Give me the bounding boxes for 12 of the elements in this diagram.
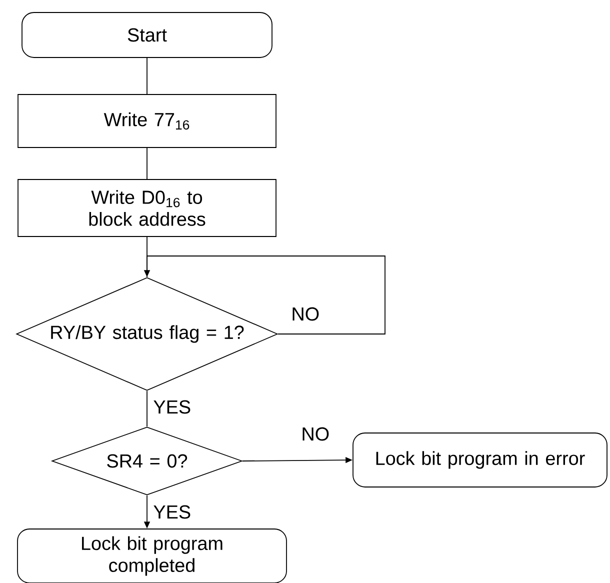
edge-label: NO (292, 307, 319, 321)
process-box: Write D0$_{16}$ to block address (18, 179, 276, 237)
terminal-box: Start (22, 12, 272, 58)
process-box: Write 77$_{16}$ (18, 94, 276, 148)
connector-line (146, 58, 148, 94)
edge-label: YES (154, 505, 190, 519)
edge-label: NO (302, 427, 329, 441)
terminal-box: Lock bit program in error (352, 432, 608, 488)
connector-line (146, 148, 148, 180)
terminal-box: Lock bit program completed (17, 528, 287, 583)
connector-line (146, 390, 148, 427)
edge-label: YES (154, 400, 190, 414)
